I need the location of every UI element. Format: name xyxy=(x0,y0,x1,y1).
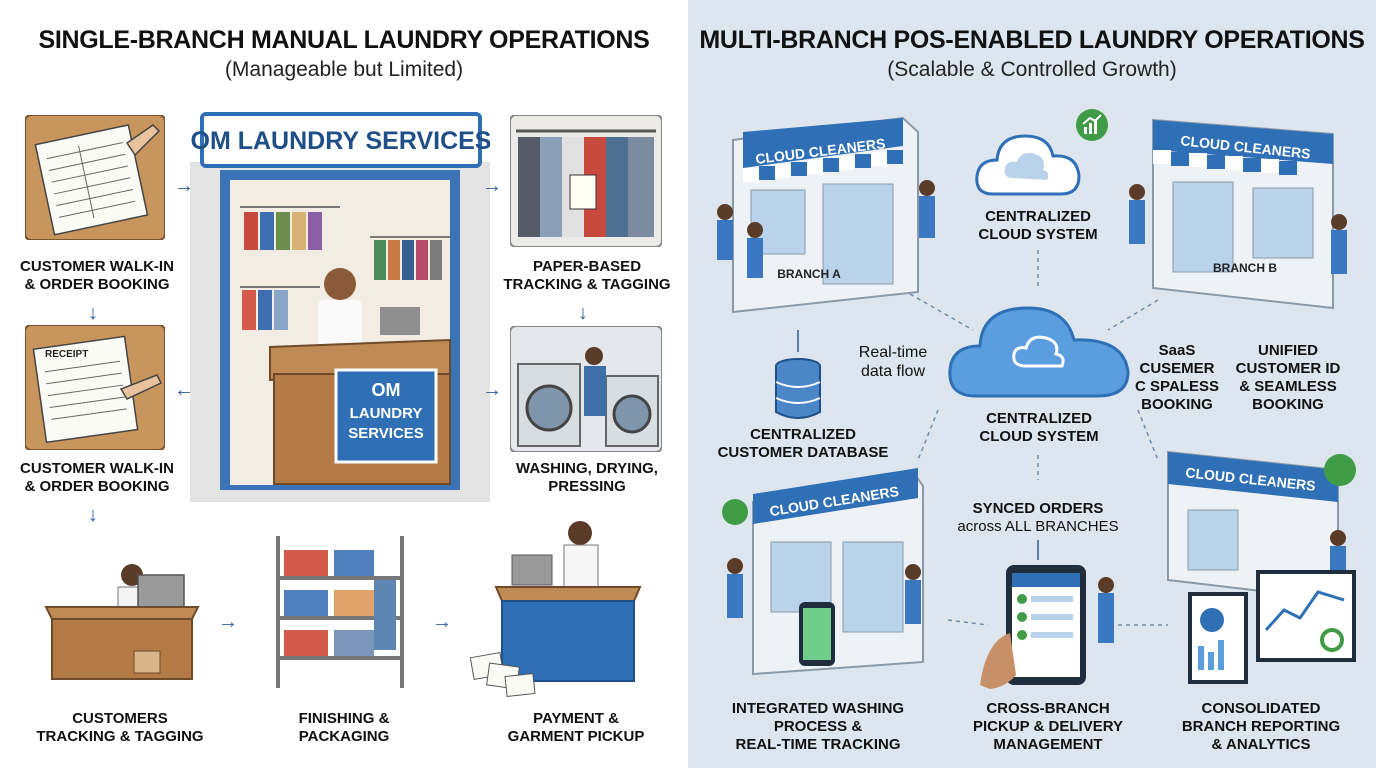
saas-label: SaaS CUSEMER C SPALESS BOOKING xyxy=(1135,342,1219,413)
branch-b-illustration: CLOUD CLEANERS BRANCH B xyxy=(1123,112,1353,330)
consolidated-label: CONSOLIDATED BRANCH REPORTING & ANALYTIC… xyxy=(1181,700,1341,753)
washing-machines-illustration xyxy=(510,326,662,452)
left-subtitle: (Manageable but Limited) xyxy=(224,58,464,81)
step-customers-label: CUSTOMERS TRACKING & TAGGING xyxy=(36,710,204,745)
step-walkin-2-label: CUSTOMER WALK-IN & ORDER BOOKING xyxy=(20,460,174,495)
step-tracking-label: PAPER-BASED TRACKING & TAGGING xyxy=(503,258,671,293)
laundry-shop-illustration: OM LAUNDRY SERVICES xyxy=(190,112,490,502)
branch-b-label: BRANCH B xyxy=(1213,261,1277,275)
hanging-clothes-illustration xyxy=(510,115,662,247)
top-cloud-label: CENTRALIZED CLOUD SYSTEM xyxy=(978,208,1098,243)
right-panel: MULTI-BRANCH POS-ENABLED LAUNDRY OPERATI… xyxy=(688,0,1376,768)
arrow-down-icon: ↓ xyxy=(578,302,588,324)
arrow-down-icon: ↓ xyxy=(88,302,98,324)
counter-sign-line1: OM xyxy=(372,380,401,400)
branch-a-label: BRANCH A xyxy=(777,267,841,281)
cash-counter-illustration xyxy=(42,555,202,685)
unified-label: UNIFIED CUSTOMER ID & SEAMLESS BOOKING xyxy=(1235,342,1341,413)
receipt-text: RECEIPT xyxy=(45,349,88,360)
synced-orders-label: SYNCED ORDERS across ALL BRANCHES xyxy=(957,500,1119,535)
branch-a-illustration: CLOUD CLEANERS BRANCH A xyxy=(713,112,943,327)
step-walkin-1-label: CUSTOMER WALK-IN & ORDER BOOKING xyxy=(20,258,174,293)
step-finishing-label: FINISHING & PACKAGING xyxy=(298,710,390,745)
arrow-right-icon: → xyxy=(482,379,502,401)
arrow-right-icon: → xyxy=(218,611,238,633)
integrated-label: INTEGRATED WASHING PROCESS & REAL-TIME T… xyxy=(731,700,905,753)
shelves-illustration xyxy=(270,532,410,692)
growth-chart-icon xyxy=(1075,108,1109,142)
analytics-store-illustration: CLOUD CLEANERS xyxy=(1148,440,1368,690)
payment-counter-illustration xyxy=(470,515,645,700)
main-cloud-icon xyxy=(946,288,1132,408)
order-pad-illustration xyxy=(25,115,165,240)
realtime-label: Real-time data flow xyxy=(858,344,928,380)
connector-lines xyxy=(797,250,1168,626)
arrow-right-icon: → xyxy=(482,175,502,197)
arrow-right-icon: → xyxy=(432,611,452,633)
left-title: SINGLE-BRANCH MANUAL LAUNDRY OPERATIONS xyxy=(38,26,650,54)
arrow-right-icon: → xyxy=(174,175,194,197)
tablet-illustration xyxy=(976,555,1126,695)
counter-sign-line2: LAUNDRY xyxy=(350,405,423,422)
right-subtitle: (Scalable & Controlled Growth) xyxy=(887,58,1177,81)
cross-branch-label: CROSS-BRANCH PICKUP & DELIVERY MANAGEMEN… xyxy=(972,700,1124,753)
integrated-store-illustration: CLOUD CLEANERS xyxy=(713,462,943,694)
database-icon xyxy=(774,358,822,420)
database-label: CENTRALIZED CUSTOMER DATABASE xyxy=(717,426,889,461)
main-cloud-label: CENTRALIZED CLOUD SYSTEM xyxy=(979,410,1099,445)
step-payment-label: PAYMENT & GARMENT PICKUP xyxy=(507,710,645,745)
right-title: MULTI-BRANCH POS-ENABLED LAUNDRY OPERATI… xyxy=(699,26,1365,54)
shop-sign-text: OM LAUNDRY SERVICES xyxy=(191,127,490,155)
arrow-left-icon: ← xyxy=(174,379,194,401)
cloud-icon xyxy=(973,122,1083,204)
counter-sign-line3: SERVICES xyxy=(348,425,424,442)
receipt-illustration: RECEIPT xyxy=(25,325,165,450)
left-panel: SINGLE-BRANCH MANUAL LAUNDRY OPERATIONS … xyxy=(20,26,671,745)
step-washing-label: WASHING, DRYING, PRESSING xyxy=(516,460,658,495)
arrow-down-icon: ↓ xyxy=(88,504,98,526)
